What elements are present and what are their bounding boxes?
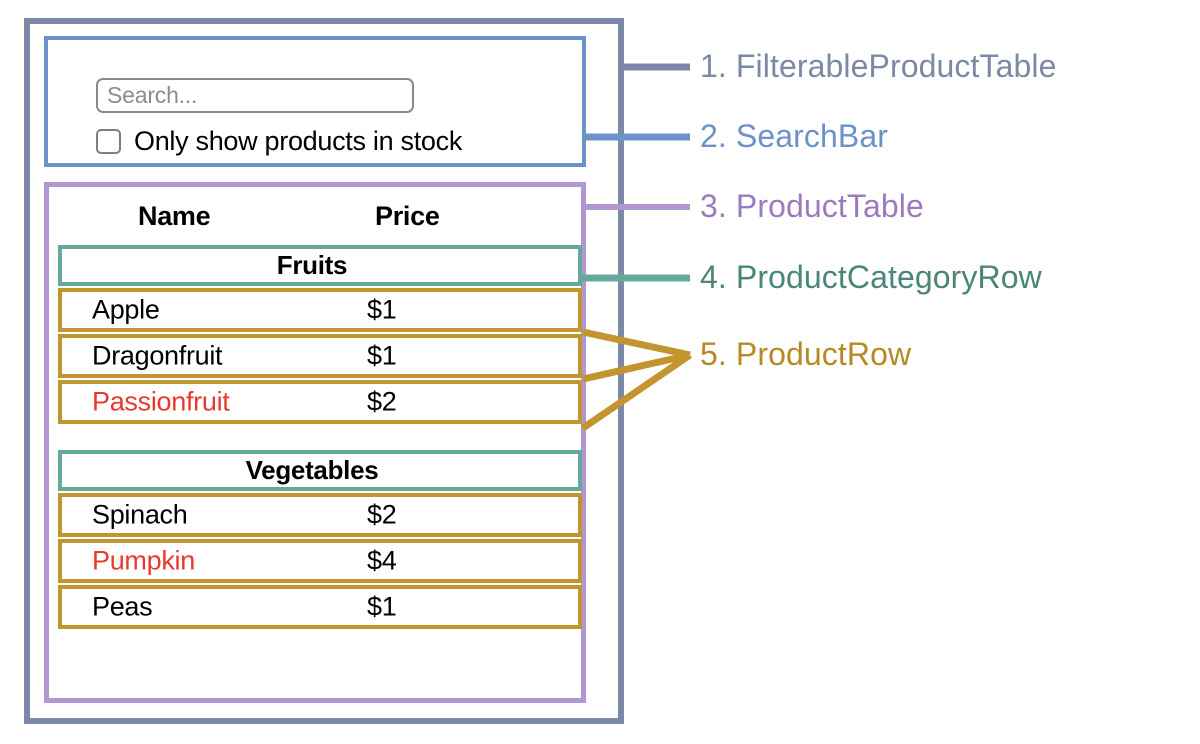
product-price: $4 — [367, 545, 397, 576]
legend-item-filterable-product-table: 1. FilterableProductTable — [700, 48, 1056, 85]
product-name: Peas — [92, 591, 153, 622]
product-row: Dragonfruit $1 — [58, 334, 582, 378]
legend-label: ProductCategoryRow — [735, 259, 1042, 295]
legend-label: ProductRow — [735, 336, 912, 372]
product-price: $1 — [367, 591, 397, 622]
legend-item-search-bar: 2. SearchBar — [700, 118, 888, 155]
search-bar: Search... Only show products in stock — [44, 36, 586, 167]
product-rows-area: Fruits Apple $1 Dragonfruit $1 Passionfr… — [58, 245, 582, 631]
product-price: $2 — [367, 386, 397, 417]
product-row: Spinach $2 — [58, 493, 582, 537]
legend-index: 5. — [700, 336, 727, 372]
product-category-label: Fruits — [276, 250, 348, 280]
legend-item-product-table: 3. ProductTable — [700, 188, 924, 225]
product-category-row: Fruits — [58, 245, 582, 286]
product-row: Passionfruit $2 — [58, 380, 582, 424]
legend-item-product-category-row: 4. ProductCategoryRow — [700, 259, 1042, 296]
checkbox-icon[interactable] — [96, 129, 121, 154]
column-header-price: Price — [375, 200, 440, 231]
product-table: Name Price Fruits Apple $1 Dragonfruit $… — [44, 182, 586, 703]
legend-index: 1. — [700, 48, 727, 84]
group-spacer — [58, 426, 582, 450]
product-name: Dragonfruit — [92, 340, 223, 371]
in-stock-filter[interactable]: Only show products in stock — [96, 126, 462, 157]
product-category-label: Vegetables — [245, 455, 379, 485]
product-name: Spinach — [92, 499, 188, 530]
product-row: Pumpkin $4 — [58, 539, 582, 583]
product-category-row: Vegetables — [58, 450, 582, 491]
legend-item-product-row: 5. ProductRow — [700, 336, 911, 373]
product-row: Apple $1 — [58, 288, 582, 332]
legend-index: 2. — [700, 118, 727, 154]
product-row: Peas $1 — [58, 585, 582, 629]
column-header-name: Name — [138, 200, 211, 231]
legend-index: 4. — [700, 259, 727, 295]
product-price: $2 — [367, 499, 397, 530]
product-name: Apple — [92, 294, 160, 325]
product-name: Pumpkin — [92, 545, 195, 576]
legend-index: 3. — [700, 188, 727, 224]
product-price: $1 — [367, 294, 397, 325]
table-header-row: Name Price — [58, 196, 574, 236]
legend-label: SearchBar — [735, 118, 888, 154]
legend-label: FilterableProductTable — [735, 48, 1057, 84]
search-input[interactable]: Search... — [96, 78, 414, 113]
legend-label: ProductTable — [735, 188, 924, 224]
product-name: Passionfruit — [92, 386, 230, 417]
product-price: $1 — [367, 340, 397, 371]
in-stock-filter-label: Only show products in stock — [134, 126, 463, 156]
